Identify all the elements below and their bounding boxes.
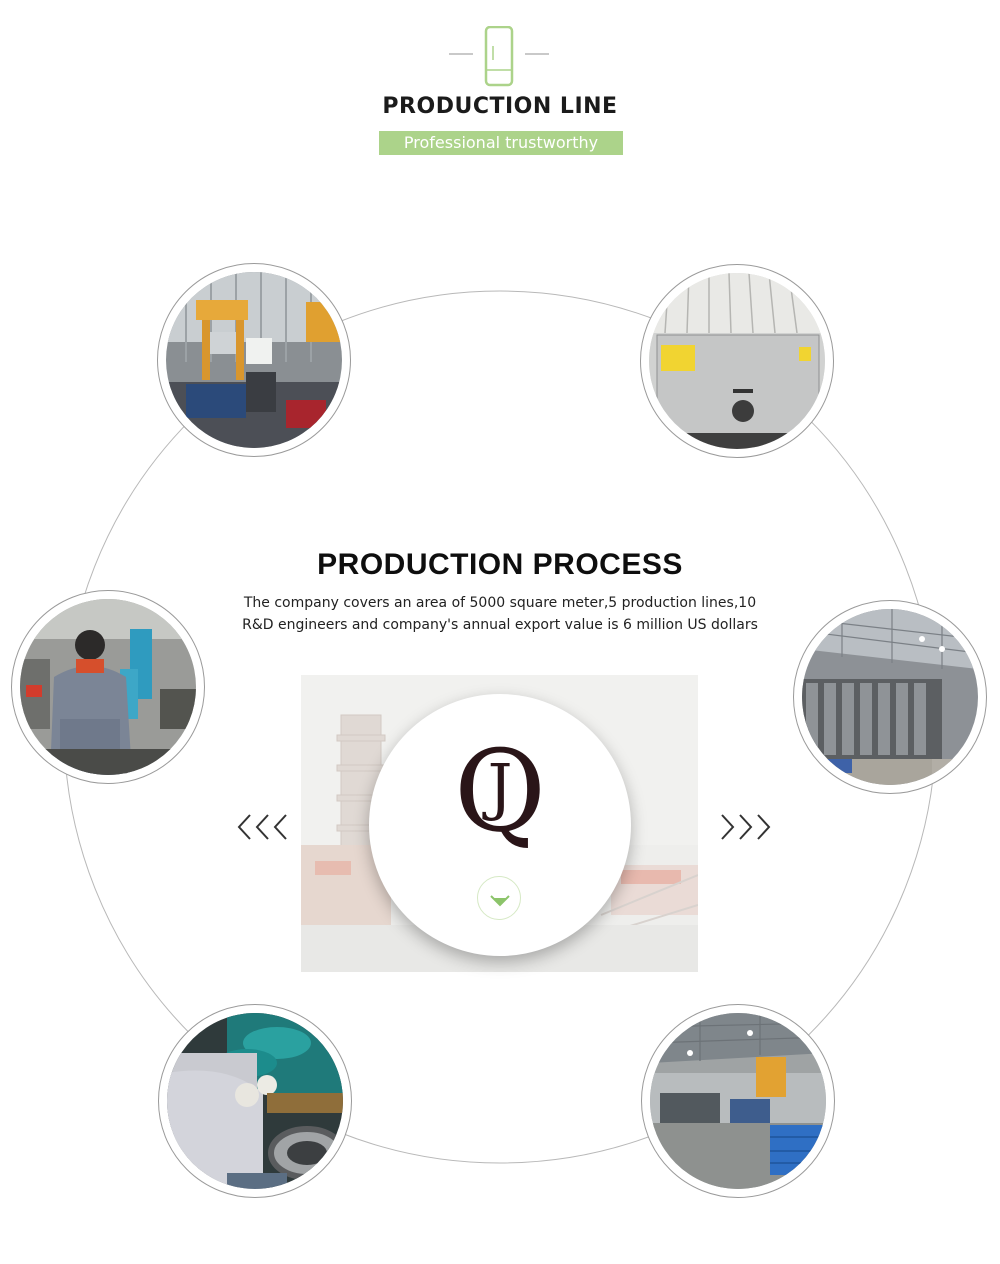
triple-chevron-left-icon: [237, 814, 287, 840]
worker-assembly-image: [167, 1013, 343, 1189]
logo-letter-q: Q: [454, 727, 546, 857]
photo-hydraulic-press[interactable]: [157, 263, 351, 457]
process-description: The company covers an area of 5000 squar…: [242, 595, 758, 633]
prev-button[interactable]: [236, 810, 296, 844]
photo-warehouse-stock[interactable]: [793, 600, 987, 794]
photo-cleaning-machine[interactable]: [640, 264, 834, 458]
company-logo-circle: Q J: [369, 694, 631, 956]
phone-icon: [449, 26, 549, 87]
cleaning-machine-image: [649, 273, 825, 449]
warehouse-stock-image: [802, 609, 978, 785]
page-title: PRODUCTION LINE: [382, 94, 618, 119]
section-header: PRODUCTION LINE Professional trustworthy: [0, 0, 1000, 170]
triple-chevron-right-icon: [721, 814, 771, 840]
worker-machine-image: [20, 599, 196, 775]
process-title: PRODUCTION PROCESS: [317, 548, 683, 581]
chevron-down-icon: [490, 895, 510, 907]
page-subtitle: Professional trustworthy: [379, 131, 623, 155]
hydraulic-press-image: [166, 272, 342, 448]
photo-factory-floor[interactable]: [641, 1004, 835, 1198]
photo-worker-machine[interactable]: [11, 590, 205, 784]
factory-floor-image: [650, 1013, 826, 1189]
next-button[interactable]: [716, 810, 776, 844]
scroll-down-button[interactable]: [477, 876, 521, 920]
logo-letter-j: J: [487, 750, 513, 823]
photo-worker-assembly[interactable]: [158, 1004, 352, 1198]
